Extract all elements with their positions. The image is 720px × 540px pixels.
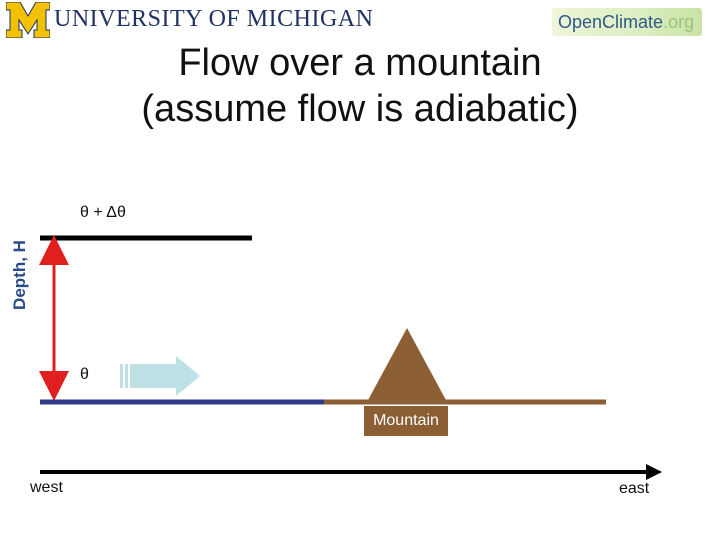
university-name: UNIVERSITY OF MICHIGAN bbox=[54, 6, 374, 32]
openclimate-open-text: Open bbox=[558, 12, 603, 32]
university-logo: UNIVERSITY OF MICHIGAN bbox=[6, 2, 373, 38]
east-label: east bbox=[619, 480, 650, 497]
theta-plus-delta-label: θ + Δθ bbox=[80, 204, 126, 221]
block-m-icon bbox=[6, 2, 50, 38]
title-line-1: Flow over a mountain bbox=[178, 42, 542, 84]
depth-label: Depth, H bbox=[10, 240, 29, 310]
slide-title: Flow over a mountain (assume flow is adi… bbox=[0, 40, 720, 132]
title-line-2: (assume flow is adiabatic) bbox=[141, 88, 579, 130]
openclimate-logo: OpenClimate.org bbox=[552, 8, 702, 36]
west-label: west bbox=[30, 479, 63, 496]
flow-arrow bbox=[120, 356, 200, 396]
mountain-shape bbox=[367, 328, 447, 402]
openclimate-org-text: .org bbox=[663, 12, 695, 32]
theta-label: θ bbox=[80, 366, 89, 383]
east-arrowhead-icon bbox=[646, 464, 662, 480]
openclimate-climate-text: Climate bbox=[602, 12, 664, 32]
mountain-label: Mountain bbox=[364, 406, 448, 436]
